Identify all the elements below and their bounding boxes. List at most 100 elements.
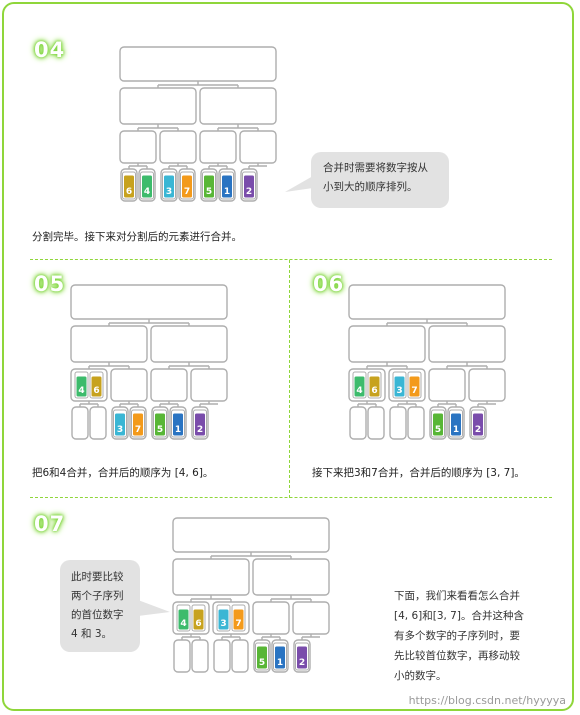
t04-l2-box-0 <box>119 87 197 125</box>
t04-leaf-card-3: 3 <box>162 171 176 200</box>
t06-leaf-card-2: 2 <box>471 409 485 438</box>
t05-leaf-card-5-text: 5 <box>157 425 163 435</box>
t06-merged-card-6: 6 <box>367 371 382 399</box>
t05-leaf-card-3-fill <box>115 413 125 436</box>
t04-leaf-card-1-text: 1 <box>224 187 230 197</box>
t07-merged-card-4-fill <box>178 609 189 630</box>
t07-leaf-card-1: 1 <box>273 642 287 671</box>
t04-l3-box-0 <box>119 130 157 164</box>
t05-leaf-slot-1 <box>89 406 107 440</box>
t04-leaf-card-2-text: 2 <box>246 187 252 197</box>
t05-leaf-card-1-text: 1 <box>175 425 181 435</box>
t07-leaf-card-2-fill <box>297 646 307 669</box>
bubble-07-line-4: 4 和 3。 <box>71 628 113 640</box>
t05-merged-card-4: 4 <box>74 371 89 399</box>
t07-l2-box-0 <box>172 558 250 596</box>
t04-leaf-card-7-text: 7 <box>184 187 190 197</box>
t07-merged-card-6-fill <box>193 609 204 630</box>
t05-leaf-card-3-text: 3 <box>117 425 123 435</box>
t06-root-box <box>348 284 506 320</box>
t05-root-box <box>70 284 228 320</box>
explanation-07: 下面，我们来看看怎么合并 [4, 6]和[3, 7]。合并这种含 有多个数字的子… <box>394 586 524 686</box>
t07-merged-card-6: 6 <box>191 604 206 632</box>
t04-leaf-card-2: 2 <box>242 171 256 200</box>
t05-leaf-card-3: 3 <box>113 409 127 438</box>
caption-05: 把6和4合并，合并后的顺序为 [4, 6]。 <box>32 467 214 479</box>
t04-l3-box-2 <box>199 130 237 164</box>
explanation-07-line-4: 先比较首位数字，再移动较 <box>394 650 520 662</box>
t04-leaf-card-5-fill <box>204 175 214 198</box>
t07-leaf-card-5-fill <box>257 646 267 669</box>
t07-merged-card-3: 3 <box>216 604 231 632</box>
t04-leaf-card-3-fill <box>164 175 174 198</box>
caption-04: 分割完毕。接下来对分割后的元素进行合并。 <box>32 231 242 243</box>
bubble-07: 此时要比较 两个子序列 的首位数字 4 和 3。 <box>60 560 140 652</box>
bubble-07-line-1: 此时要比较 <box>71 571 124 583</box>
step-04-label: 04 <box>34 38 66 62</box>
t07-l3-box-3 <box>292 601 330 635</box>
t05-l2-box-1 <box>150 325 228 363</box>
t07-leaf-card-5-text: 5 <box>259 658 265 668</box>
t05-leaf-card-7-text: 7 <box>135 425 141 435</box>
t07-leaf-slot-2 <box>213 639 231 673</box>
bubble-07-line-2: 两个子序列 <box>71 590 124 602</box>
t05-l3-box-1 <box>110 368 148 402</box>
t06-merged-card-3-text: 3 <box>396 386 402 396</box>
t05-leaf-card-2: 2 <box>193 409 207 438</box>
t04-leaf-card-6-fill <box>124 175 134 198</box>
bubble-04-line-1: 合并时需要将数字按从 <box>323 162 428 174</box>
t05-leaf-card-2-fill <box>195 413 205 436</box>
t07-leaf-card-5: 5 <box>255 642 269 671</box>
t07-leaf-slot-3 <box>231 639 249 673</box>
t05-l3-box-2 <box>150 368 188 402</box>
bubble-07-line-3: 的首位数字 <box>71 609 124 621</box>
t06-leaf-slot-0 <box>349 406 367 440</box>
t04-leaf-card-1: 1 <box>220 171 234 200</box>
t07-merged-card-7-fill <box>233 609 244 630</box>
t07-leaf-card-1-fill <box>275 646 285 669</box>
t06-merged-card-6-fill <box>369 376 380 397</box>
t04-l2-box-1 <box>199 87 277 125</box>
step-05-label: 05 <box>34 272 66 296</box>
t04-leaf-card-7: 7 <box>180 171 194 200</box>
divider-1 <box>30 259 552 260</box>
t04-l3-box-1 <box>159 130 197 164</box>
bubble-04-line-2: 小到大的顺序排列。 <box>323 181 418 193</box>
t05-l3-box-3 <box>190 368 228 402</box>
t04-leaf-card-6-text: 6 <box>126 187 132 197</box>
t06-leaf-card-2-text: 2 <box>475 425 481 435</box>
divider-3 <box>30 497 552 498</box>
t07-root-box <box>172 517 330 553</box>
t04-leaf-card-4-text: 4 <box>144 187 150 197</box>
t04-root-box <box>119 46 277 82</box>
t06-merged-card-4: 4 <box>352 371 367 399</box>
step-07-label: 07 <box>34 512 66 536</box>
bubble-04-pointer <box>285 176 313 192</box>
t06-leaf-card-2-fill <box>473 413 483 436</box>
t04-leaf-card-6: 6 <box>122 171 136 200</box>
t04-leaf-card-3-text: 3 <box>166 187 172 197</box>
t05-merged-card-4-text: 4 <box>78 386 84 396</box>
t06-merged-card-4-fill <box>354 376 365 397</box>
t05-leaf-card-1: 1 <box>171 409 185 438</box>
t04-leaf-card-4: 4 <box>140 171 154 200</box>
t04-leaf-card-7-fill <box>182 175 192 198</box>
t06-l2-box-1 <box>428 325 506 363</box>
t07-merged-card-4: 4 <box>176 604 191 632</box>
t07-merged-card-3-text: 3 <box>220 619 226 629</box>
t05-merged-card-6: 6 <box>89 371 104 399</box>
t06-leaf-card-1-text: 1 <box>453 425 459 435</box>
t07-merged-card-4-text: 4 <box>180 619 186 629</box>
t07-leaf-card-2: 2 <box>295 642 309 671</box>
watermark: https://blog.csdn.net/hyyyya <box>408 694 566 707</box>
t07-l2-box-1 <box>252 558 330 596</box>
explanation-07-line-5: 小的数字。 <box>394 670 447 682</box>
explanation-07-line-2: [4, 6]和[3, 7]。合并这种含 <box>394 610 524 622</box>
t06-leaf-card-1: 1 <box>449 409 463 438</box>
t05-leaf-card-5: 5 <box>153 409 167 438</box>
divider-2 <box>289 260 290 498</box>
t07-merged-card-6-text: 6 <box>195 619 201 629</box>
t07-leaf-slot-1 <box>191 639 209 673</box>
t06-leaf-slot-3 <box>407 406 425 440</box>
